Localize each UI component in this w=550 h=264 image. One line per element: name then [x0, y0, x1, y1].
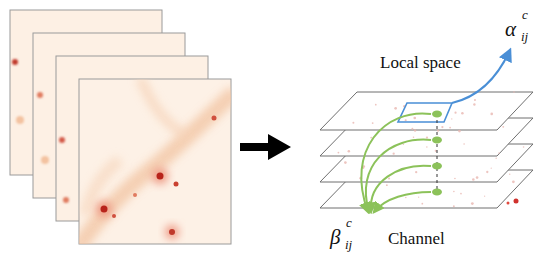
texture-speck	[338, 152, 340, 154]
texture-speck	[413, 137, 415, 139]
hotspot	[12, 59, 18, 65]
texture-speck	[421, 203, 423, 205]
hotspot	[514, 199, 519, 204]
hotspot	[112, 214, 116, 218]
hotspot	[133, 193, 137, 197]
hotspot	[507, 202, 510, 205]
texture-speck	[473, 103, 475, 105]
hotspot	[101, 206, 108, 213]
texture-speck	[441, 126, 443, 128]
texture-speck	[405, 119, 407, 121]
feature-plane	[320, 92, 533, 130]
math-subscript: ij	[345, 238, 352, 252]
hotspot	[212, 116, 217, 121]
feature-dot	[432, 111, 442, 118]
texture-speck	[418, 197, 419, 198]
texture-speck	[472, 178, 475, 181]
hotspot	[96, 201, 112, 217]
texture-speck	[512, 180, 515, 183]
texture-speck	[461, 112, 464, 115]
texture-speck	[509, 173, 510, 174]
texture-speck	[454, 112, 456, 114]
heat-band	[140, 79, 185, 135]
region-label: Local space	[380, 54, 461, 73]
hotspot	[152, 168, 168, 184]
texture-speck	[491, 168, 492, 169]
texture-speck	[370, 137, 372, 139]
math-superscript: c	[346, 216, 352, 230]
feature-dot	[432, 163, 442, 170]
math-subscript: ij	[521, 30, 528, 44]
texture-speck	[513, 91, 515, 93]
texture-speck	[437, 130, 439, 132]
math-symbol: β	[330, 226, 340, 249]
hotspot	[37, 92, 43, 98]
texture-speck	[449, 127, 451, 129]
texture-speck	[460, 193, 462, 195]
texture-speck	[394, 107, 397, 110]
hotspot	[16, 116, 24, 124]
channel-arrow	[366, 140, 431, 212]
texture-speck	[403, 144, 404, 145]
hotspot	[157, 173, 164, 180]
hotspot	[165, 225, 179, 239]
texture-speck	[451, 118, 452, 119]
texture-speck	[348, 150, 351, 153]
texture-speck	[463, 143, 465, 145]
texture-speck	[476, 176, 479, 179]
texture-speck	[375, 104, 377, 106]
texture-speck	[498, 152, 500, 154]
texture-speck	[474, 99, 476, 101]
channel-arrow	[361, 113, 431, 212]
texture-speck	[458, 130, 461, 133]
axis-label: Channel	[388, 230, 445, 249]
texture-speck	[495, 158, 496, 159]
texture-speck	[490, 113, 493, 116]
hotspot	[169, 229, 175, 235]
texture-speck	[415, 171, 417, 173]
texture-speck	[372, 122, 374, 124]
texture-speck	[388, 177, 390, 179]
hotspot	[174, 182, 179, 187]
math-superscript: c	[522, 8, 528, 22]
texture-speck	[502, 126, 504, 128]
texture-speck	[453, 205, 455, 207]
feature-dot	[432, 189, 442, 196]
texture-speck	[484, 196, 485, 197]
hotspot	[41, 156, 49, 164]
texture-speck	[426, 146, 427, 147]
texture-speck	[413, 117, 416, 120]
texture-speck	[393, 153, 395, 155]
transform-arrow	[240, 134, 291, 160]
heatmap-content	[79, 79, 231, 244]
hotspot	[63, 197, 69, 203]
math-symbol: α	[505, 18, 516, 41]
heatmap-stack	[10, 10, 235, 248]
channel-dots	[432, 111, 442, 196]
heat-band	[85, 160, 120, 215]
channel-arrow	[371, 166, 431, 212]
hotspot	[59, 137, 65, 143]
texture-speck	[453, 191, 455, 193]
texture-speck	[426, 136, 428, 138]
texture-speck	[411, 128, 413, 130]
texture-speck	[523, 146, 525, 148]
texture-speck	[405, 197, 407, 199]
feature-dot	[432, 137, 442, 144]
texture-speck	[414, 129, 416, 131]
channel-arrow	[374, 192, 431, 212]
texture-speck	[486, 171, 488, 173]
texture-speck	[386, 184, 388, 186]
texture-speck	[352, 122, 354, 124]
texture-speck	[454, 178, 456, 180]
texture-speck	[344, 161, 347, 164]
feature-planes	[320, 92, 533, 208]
texture-speck	[471, 202, 474, 205]
channel-axis	[437, 114, 438, 192]
